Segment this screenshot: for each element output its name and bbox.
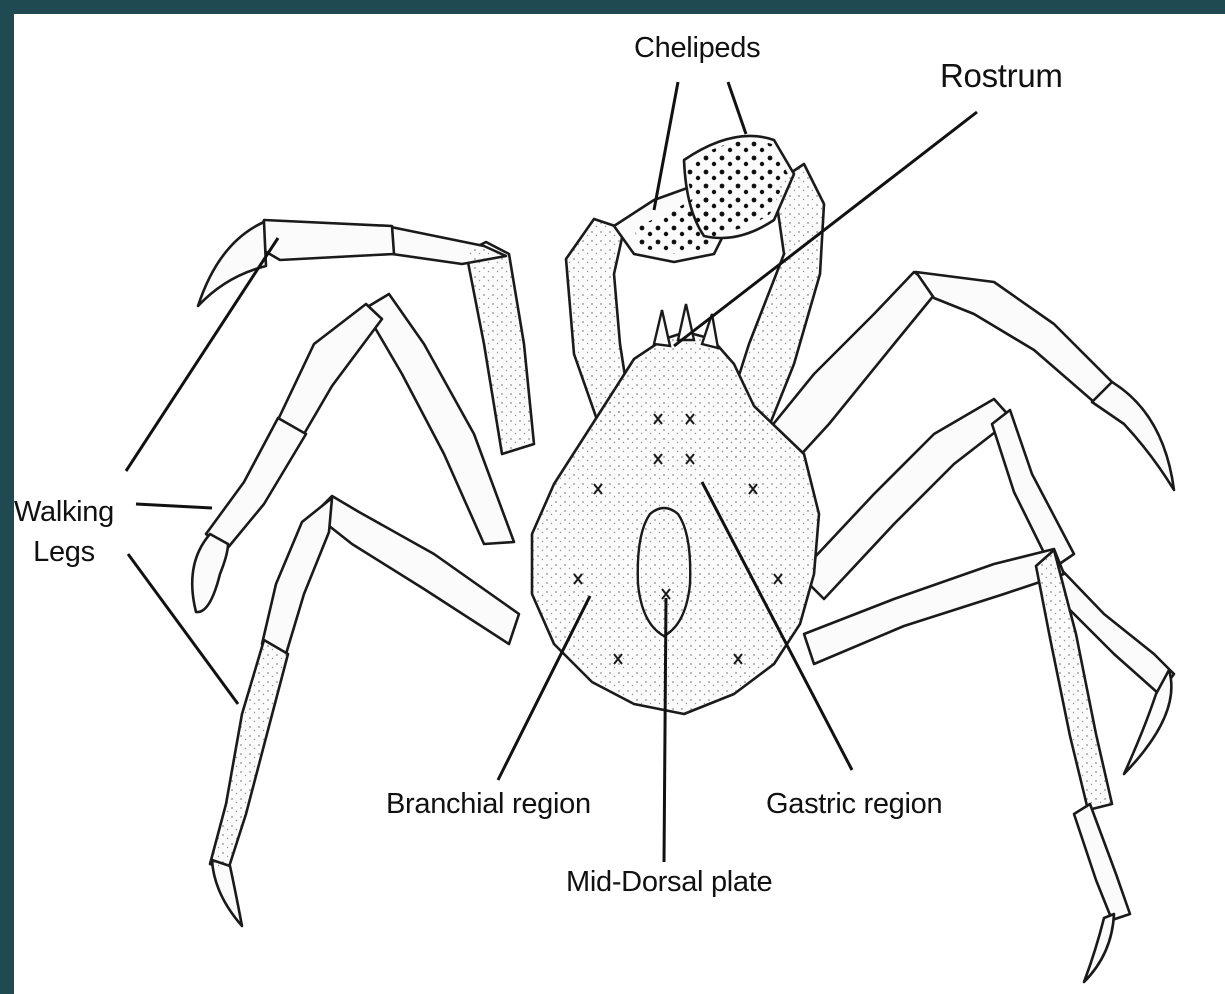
label-mid-dorsal-plate: Mid-Dorsal plate (566, 866, 772, 898)
label-branchial-region: Branchial region (386, 788, 591, 820)
label-walking-line2: Legs (14, 536, 114, 568)
label-chelipeds: Chelipeds (634, 32, 760, 64)
diagram-canvas: Chelipeds Rostrum Walking Legs Branchial… (14, 14, 1225, 994)
label-walking-legs: Walking Legs (14, 496, 114, 568)
label-gastric-region: Gastric region (766, 788, 942, 820)
king-crab-illustration (14, 14, 1225, 994)
left-walking-leg-2 (192, 294, 514, 612)
label-rostrum: Rostrum (940, 58, 1063, 94)
label-walking-line1: Walking (14, 496, 114, 528)
